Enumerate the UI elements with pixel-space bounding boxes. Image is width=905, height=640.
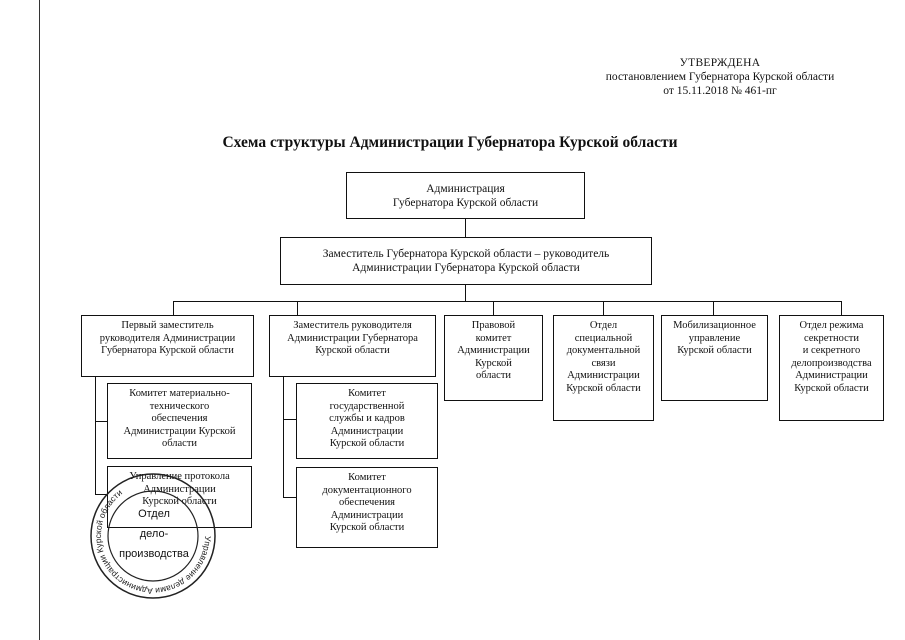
- connector-deputy-spine: [283, 377, 284, 497]
- stamp-line-2: дело-: [139, 528, 169, 540]
- connector-root-deputy: [465, 219, 466, 237]
- approval-line-2: от 15.11.2018 № 461-пг: [663, 85, 777, 97]
- scan-edge-line: [39, 0, 40, 640]
- org-box-secrecy-regime: Отдел режима секретности и секретного де…: [779, 315, 884, 421]
- org-box-first-deputy-label: Первый заместитель руководителя Админист…: [99, 320, 236, 356]
- org-box-material-support: Комитет материально- технического обеспе…: [107, 383, 252, 459]
- connector-first-deputy-spine: [95, 377, 96, 494]
- org-box-documentation: Комитет документационного обеспечения Ад…: [296, 467, 438, 548]
- connector-deputy-unit-1: [283, 419, 296, 420]
- org-box-mobilization-label: Мобилизационное управление Курской облас…: [673, 320, 756, 356]
- connector-drop-4: [603, 301, 604, 315]
- org-box-mobilization: Мобилизационное управление Курской облас…: [661, 315, 768, 401]
- stamp-ring-text: Управление делами Администрации Курской …: [93, 487, 213, 596]
- org-box-protocol-label: Управление протокола Администрации Курск…: [129, 471, 230, 507]
- official-stamp: Управление делами Администрации Курской …: [90, 473, 216, 599]
- approval-line-1: постановлением Губернатора Курской облас…: [605, 71, 835, 83]
- org-box-legal-committee-label: Правовой комитет Администрации Курской о…: [457, 320, 530, 381]
- approval-block: УТВЕРЖДЕНА постановлением Губернатора Ку…: [540, 56, 900, 98]
- connector-drop-5: [713, 301, 714, 315]
- connector-drop-6: [841, 301, 842, 315]
- connector-drop-2: [297, 301, 298, 315]
- org-box-deputy-governor: Заместитель Губернатора Курской области …: [280, 237, 652, 285]
- connector-deputy-bus: [465, 285, 466, 301]
- org-box-secrecy-regime-label: Отдел режима секретности и секретного де…: [791, 320, 872, 394]
- org-box-special-communications-label: Отдел специальной документальной связи А…: [566, 320, 641, 394]
- org-box-civil-service-label: Комитет государственной службы и кадров …: [329, 388, 405, 449]
- connector-horizontal-bus: [173, 301, 841, 302]
- org-box-civil-service: Комитет государственной службы и кадров …: [296, 383, 438, 459]
- org-box-deputy-governor-label: Заместитель Губернатора Курской области …: [322, 248, 610, 274]
- approval-title: УТВЕРЖДЕНА: [679, 57, 761, 69]
- org-box-first-deputy: Первый заместитель руководителя Админист…: [81, 315, 254, 377]
- connector-first-deputy-unit-1: [95, 421, 107, 422]
- org-box-deputy-head-label: Заместитель руководителя Администрации Г…: [287, 320, 418, 356]
- connector-drop-1: [173, 301, 174, 315]
- document-title: Схема структуры Администрации Губернатор…: [222, 134, 678, 151]
- org-box-documentation-label: Комитет документационного обеспечения Ад…: [322, 472, 412, 533]
- org-box-special-communications: Отдел специальной документальной связи А…: [553, 315, 654, 421]
- org-box-legal-committee: Правовой комитет Администрации Курской о…: [444, 315, 543, 401]
- stamp-line-1: Отдел: [138, 508, 170, 520]
- stamp-line-3: производства: [119, 548, 189, 560]
- org-box-material-support-label: Комитет материально- технического обеспе…: [123, 388, 236, 449]
- connector-drop-3: [493, 301, 494, 315]
- svg-text:Управление делами Администраци: Управление делами Администрации Курской …: [93, 487, 213, 596]
- org-box-administration-label: Администрация Губернатора Курской област…: [392, 182, 539, 209]
- org-box-administration: Администрация Губернатора Курской област…: [346, 172, 585, 219]
- connector-first-deputy-unit-2: [95, 494, 107, 495]
- connector-deputy-unit-2: [283, 497, 296, 498]
- org-box-deputy-head: Заместитель руководителя Администрации Г…: [269, 315, 436, 377]
